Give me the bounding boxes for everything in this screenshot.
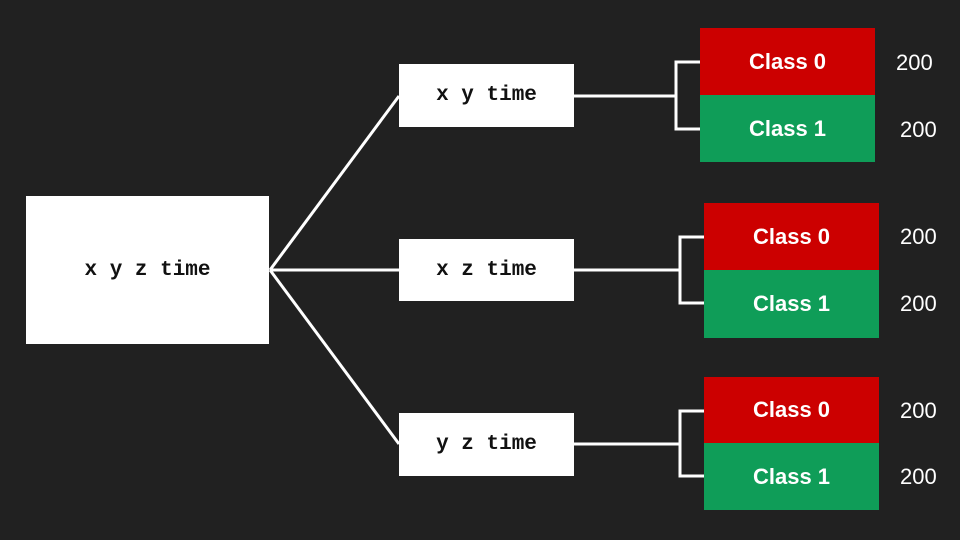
bracket-xy bbox=[674, 60, 700, 131]
class-0-count: 200 bbox=[896, 50, 933, 75]
class-1-count: 200 bbox=[900, 117, 937, 142]
class-0-count: 200 bbox=[900, 398, 937, 423]
edge-root-to-xy bbox=[268, 95, 401, 271]
class-1-box: Class 1 bbox=[704, 443, 879, 510]
class-1-box: Class 1 bbox=[700, 95, 875, 162]
branch-node-xz: x z time bbox=[399, 239, 574, 301]
bracket-yz bbox=[678, 409, 704, 478]
class-1-box: Class 1 bbox=[704, 270, 879, 338]
class-0-box: Class 0 bbox=[704, 377, 879, 443]
branch-node-yz: y z time bbox=[399, 413, 574, 476]
edge-root-to-yz bbox=[268, 269, 401, 445]
root-node: x y z time bbox=[26, 196, 269, 344]
class-1-count: 200 bbox=[900, 464, 937, 489]
branch-node-xy: x y time bbox=[399, 64, 574, 127]
class-0-count: 200 bbox=[900, 224, 937, 249]
bracket-xz bbox=[678, 235, 704, 305]
class-0-box: Class 0 bbox=[704, 203, 879, 270]
class-1-count: 200 bbox=[900, 291, 937, 316]
class-0-box: Class 0 bbox=[700, 28, 875, 95]
